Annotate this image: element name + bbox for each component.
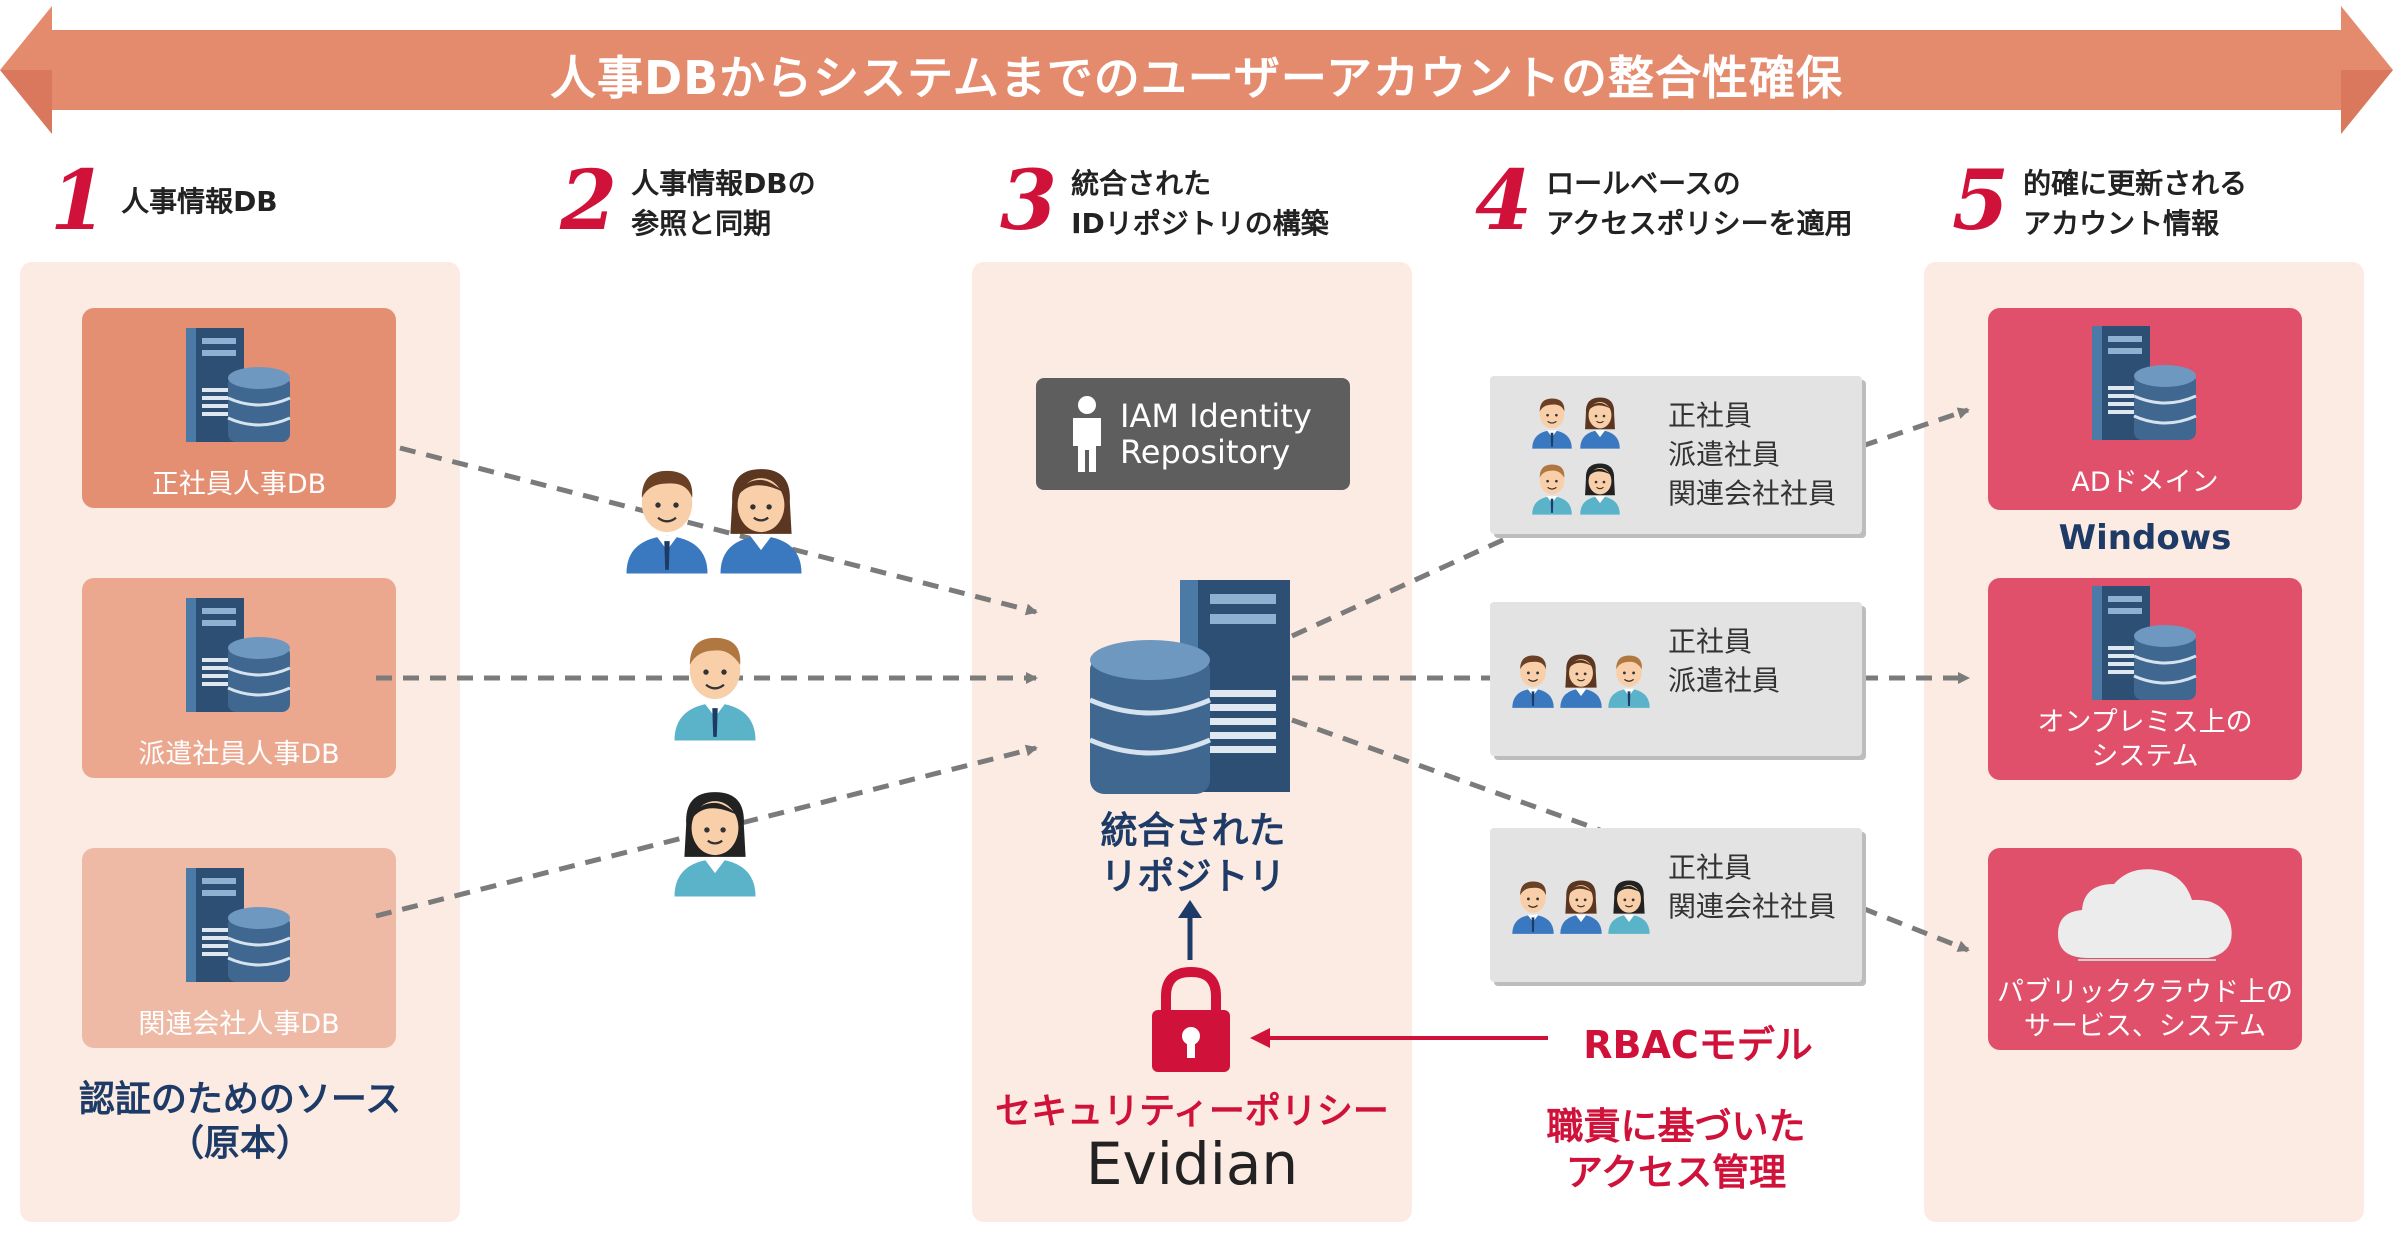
role-group-label: 正社員 関連会社社員 (1668, 851, 1837, 923)
target-label: パブリッククラウド上の サービス、システム (1997, 977, 2293, 1042)
source-caption: 認証のためのソース （原本） (78, 1079, 402, 1164)
step-2: 2 人事情報DBの 参照と同期 (560, 160, 816, 244)
person-icon (1530, 390, 1574, 450)
step-number: 4 (1475, 153, 1533, 249)
source-db-affiliate: 関連会社人事DB (82, 848, 396, 1048)
step-label: ロールベースの アクセスポリシーを適用 (1546, 167, 1853, 240)
role-group-3: 正社員 関連会社社員 (1490, 828, 1862, 982)
iam-repository-badge: IAM Identity Repository (1036, 378, 1350, 490)
repository-caption: 統合された リポジトリ (1100, 809, 1286, 898)
database-server-icon (2090, 326, 2200, 446)
person-icon (670, 776, 760, 900)
step-number: 2 (560, 153, 618, 249)
source-db-label: 派遣社員人事DB (138, 739, 340, 770)
person-icon (1578, 456, 1622, 516)
target-sub-label: Windows (2058, 518, 2232, 558)
step-number: 3 (1000, 153, 1058, 249)
banner-arrow (0, 6, 2393, 134)
person-icon (1606, 872, 1652, 936)
role-group-label: 正社員 派遣社員 関連会社社員 (1668, 399, 1837, 510)
person-icon (1510, 646, 1556, 710)
person-icon (622, 452, 712, 578)
role-group-2: 正社員 派遣社員 (1490, 602, 1862, 756)
arrow-repo-to-group3 (1291, 717, 1601, 833)
step-number: 1 (50, 153, 108, 249)
person-icon (1558, 646, 1604, 710)
person-icon (1578, 390, 1622, 450)
repository-server-icon (1089, 580, 1290, 794)
person-icon (1530, 456, 1574, 516)
source-db-temp: 派遣社員人事DB (82, 578, 396, 778)
person-silhouette-icon (1073, 396, 1101, 472)
lock-icon (1152, 966, 1230, 1072)
arrow-repo-to-group1 (1290, 511, 1562, 639)
security-policy-caption: セキュリティーポリシー (995, 1091, 1389, 1132)
step-1: 1 人事情報DB (50, 160, 278, 242)
arrow-source1-to-repo (399, 445, 1038, 616)
rbac-caption: 職責に基づいた アクセス管理 (1546, 1105, 1806, 1194)
banner-title: 人事DBからシステムまでのユーザーアカウントの整合性確保 (549, 51, 1844, 105)
step-5: 5 的確に更新される アカウント情報 (1952, 160, 2247, 244)
arrow-group3-to-cloud (1861, 905, 1970, 953)
role-group-1: 正社員 派遣社員 関連会社社員 (1490, 376, 1862, 534)
target-label: オンプレミス上の システム (2037, 707, 2253, 772)
arrow-group1-to-ad (1861, 407, 1970, 449)
target-ad-domain: ADドメイン (1988, 308, 2302, 510)
step-label: 統合された IDリポジトリの構築 (1071, 167, 1329, 240)
step-number: 5 (1952, 153, 2010, 249)
source-db-fulltime: 正社員人事DB (82, 308, 396, 508)
step-3: 3 統合された IDリポジトリの構築 (1000, 160, 1329, 244)
role-group-label: 正社員 派遣社員 (1668, 625, 1781, 697)
source-db-label: 関連会社人事DB (138, 1009, 340, 1040)
target-label: ADドメイン (2071, 467, 2219, 498)
database-server-icon (2090, 586, 2200, 706)
source-db-label: 正社員人事DB (151, 469, 327, 500)
arrow-source3-to-repo (375, 744, 1038, 919)
cloud-icon (2058, 869, 2232, 961)
person-icon (1510, 872, 1556, 936)
evidian-logo: Evidian (1085, 1130, 1299, 1198)
step-label: 的確に更新される アカウント情報 (2023, 167, 2248, 240)
target-public-cloud: パブリッククラウド上の サービス、システム (1988, 848, 2302, 1050)
rbac-label: RBACモデル (1583, 1023, 1813, 1067)
person-icon (670, 620, 760, 744)
person-icon (716, 452, 806, 578)
iam-label: IAM Identity Repository (1120, 397, 1312, 471)
step-4: 4 ロールベースの アクセスポリシーを適用 (1475, 160, 1853, 244)
step-label: 人事情報DBの 参照と同期 (631, 167, 816, 240)
person-icon (1606, 646, 1652, 710)
person-icon (1558, 872, 1604, 936)
target-onprem-system: オンプレミス上の システム (1988, 578, 2302, 780)
step-label: 人事情報DB (121, 185, 278, 218)
